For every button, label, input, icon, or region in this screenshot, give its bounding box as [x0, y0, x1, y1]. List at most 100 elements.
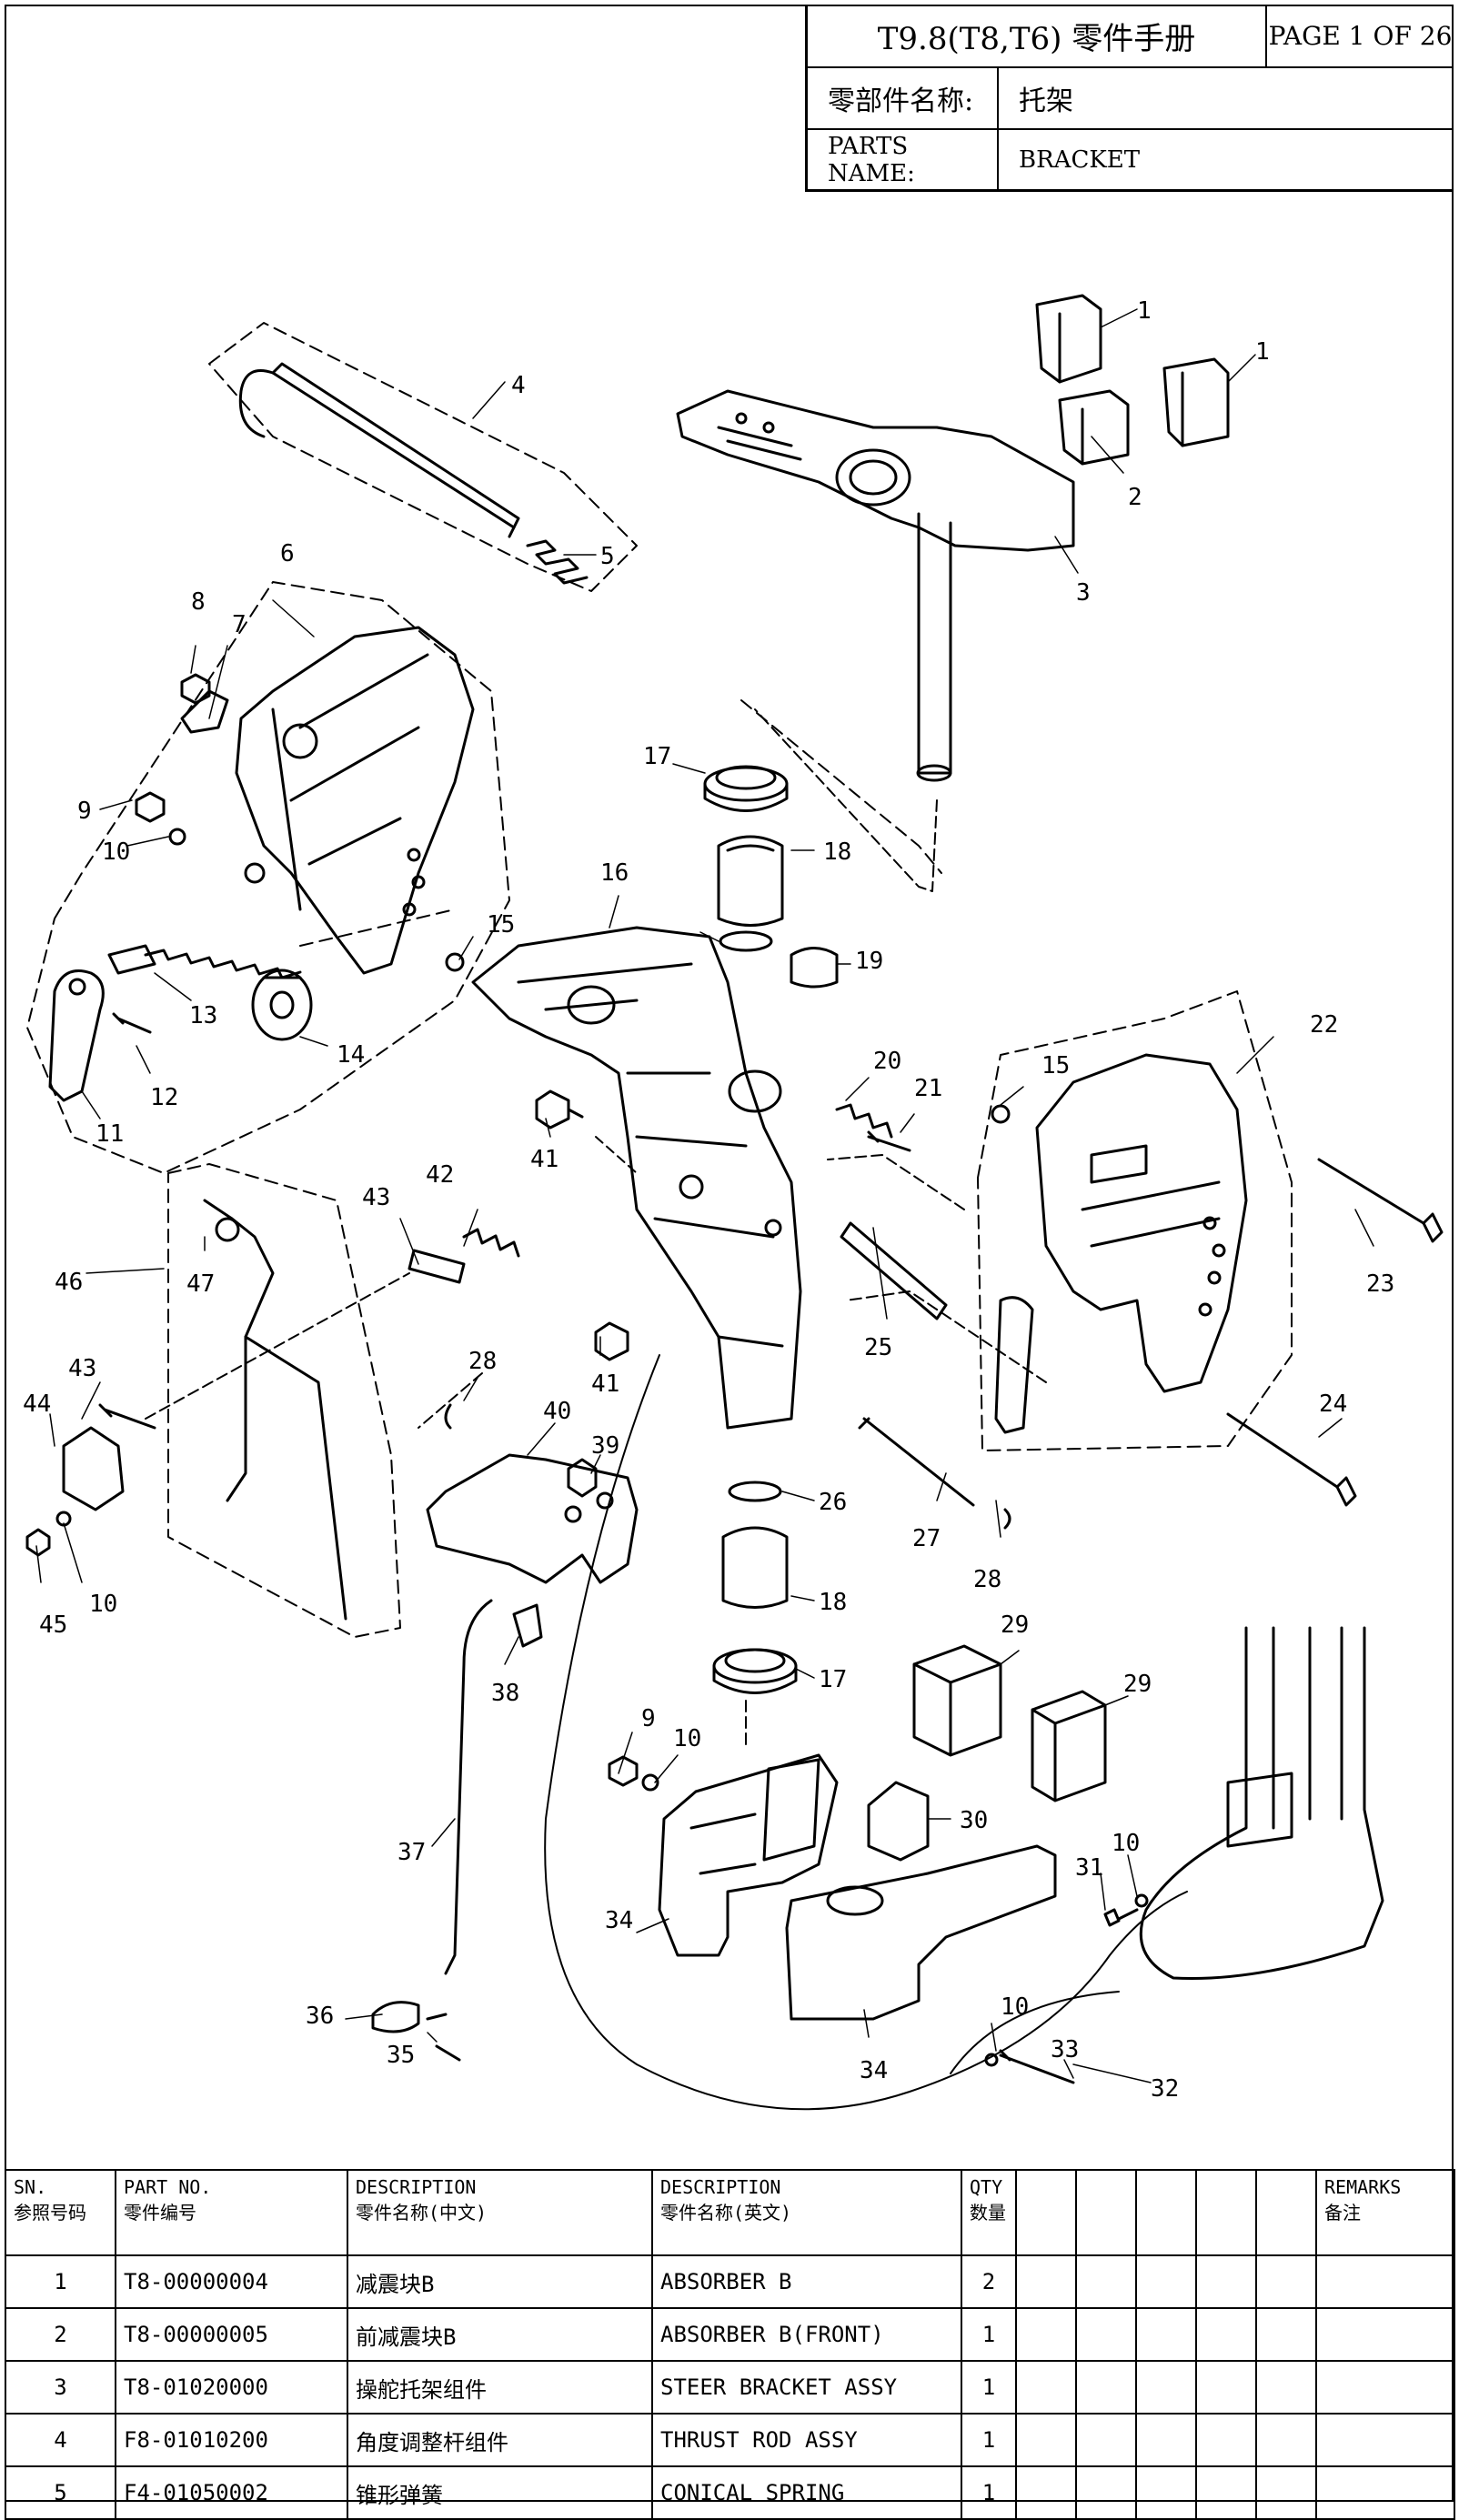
callout-label: 46: [55, 1269, 83, 1296]
callout-label: 30: [960, 1807, 988, 1834]
callout-label: 1: [1255, 338, 1270, 366]
page-number: PAGE 1 OF 26: [1268, 20, 1453, 51]
callout-label: 25: [864, 1334, 892, 1361]
callout-label: 34: [860, 2057, 888, 2084]
callout-label: 4: [511, 372, 526, 399]
lower-housing-part: [1139, 1626, 1384, 1981]
cell-qty: 1: [961, 2413, 1017, 2467]
ground-wire-part: [544, 1354, 1188, 2111]
right-tilt-bracket-part: [1035, 1053, 1248, 1393]
name-en-label: PARTS NAME:: [808, 130, 999, 189]
tilt-lever-part: [48, 969, 105, 1102]
steer-bracket-part: [676, 389, 1075, 782]
cell-desc-en: STEER BRACKET ASSY: [651, 2360, 962, 2415]
callout-label: 7: [232, 611, 247, 638]
absorber-front-part: [1058, 389, 1130, 466]
tilt-bracket-left-group-outline: [26, 581, 510, 1174]
table-row: 4 F8-01010200 角度调整杆组件 THRUST ROD ASSY 1: [5, 2413, 1455, 2467]
callout-label: 28: [973, 1566, 1001, 1593]
callout-label: 17: [643, 743, 671, 770]
callout-label: 9: [641, 1705, 656, 1732]
callout-label: 15: [1041, 1052, 1070, 1079]
tilt-rod-part: [203, 1199, 347, 1621]
tilt-bracket-right-group-outline: [977, 990, 1293, 1451]
callout-label: 3: [1076, 579, 1091, 607]
bushing-part: [717, 835, 784, 927]
callout-label: 29: [1123, 1671, 1152, 1698]
callout-label: 29: [1001, 1611, 1029, 1639]
title-row: T9.8(T8,T6) 零件手册 PAGE 1 OF 26: [808, 5, 1454, 68]
callout-label: 38: [491, 1680, 519, 1707]
thrust-washer-part: [703, 766, 789, 802]
col-sn: SN.参照号码: [5, 2169, 116, 2256]
name-en-value: BRACKET: [1019, 146, 1141, 174]
callout-label: 18: [819, 1589, 847, 1616]
callout-label: 10: [89, 1591, 117, 1618]
callout-label: 13: [189, 1002, 217, 1029]
callout-label: 23: [1366, 1270, 1394, 1298]
cell-qty: 2: [961, 2254, 1017, 2309]
cell-sn: 4: [5, 2413, 116, 2467]
callout-label: 41: [530, 1146, 558, 1173]
callout-label: 26: [819, 1489, 847, 1516]
callout-label: 31: [1075, 1854, 1103, 1882]
callout-label: 18: [823, 838, 851, 866]
callout-label: 36: [306, 2003, 334, 2030]
cell-qty: 1: [961, 2307, 1017, 2362]
cell-sn: 1: [5, 2254, 116, 2309]
exploded-parts-drawing: 1 1 2 3 4 5 6 7 8 9 10 11 12 13 14 15 16…: [23, 294, 1444, 2111]
callout-label: 5: [600, 543, 615, 570]
col-blank: [1015, 2169, 1077, 2256]
callout-label: 43: [362, 1184, 390, 1211]
table-row: 2 T8-00000005 前减震块B ABSORBER B(FRONT) 1: [5, 2307, 1455, 2362]
cell-desc-en: THRUST ROD ASSY: [651, 2413, 962, 2467]
callout-label: 14: [337, 1041, 365, 1069]
cell-part-no: F8-01010200: [115, 2413, 348, 2467]
cell-sn: 5: [5, 2465, 116, 2520]
cell-qty: 1: [961, 2465, 1017, 2520]
callout-label: 41: [591, 1370, 619, 1398]
callout-label: 45: [39, 1611, 67, 1639]
callout-label: 22: [1310, 1011, 1338, 1039]
cell-desc-cn: 锥形弹簧: [347, 2465, 653, 2520]
swivel-bracket-part: [471, 926, 802, 1430]
callout-label: 44: [23, 1391, 51, 1418]
cell-qty: 1: [961, 2360, 1017, 2415]
left-tilt-bracket-part: [235, 626, 475, 975]
conical-spring-part: [526, 539, 589, 585]
cell-desc-en: ABSORBER B(FRONT): [651, 2307, 962, 2362]
absorber-block-part: [912, 1644, 1002, 1757]
title-block: T9.8(T8,T6) 零件手册 PAGE 1 OF 26 零部件名称: 托架 …: [805, 5, 1454, 192]
thrust-rod-group-outline: [208, 322, 638, 592]
callout-label: 43: [68, 1355, 96, 1382]
cell-sn: 3: [5, 2360, 116, 2415]
col-blank: [1255, 2169, 1317, 2256]
callout-label: 16: [600, 859, 629, 887]
callout-label: 10: [1001, 1993, 1029, 2021]
name-en-row: PARTS NAME: BRACKET: [808, 130, 1454, 189]
cell-desc-cn: 角度调整杆组件: [347, 2413, 653, 2467]
bolt-part: [1317, 1158, 1444, 1243]
callout-label: 9: [77, 798, 92, 825]
callout-label: 17: [819, 1666, 847, 1693]
callout-label: 12: [150, 1084, 178, 1111]
callout-label: 11: [96, 1120, 124, 1148]
callout-label: 35: [387, 2042, 415, 2069]
table-row: 3 T8-01020000 操舵托架组件 STEER BRACKET ASSY …: [5, 2360, 1455, 2415]
callout-label: 19: [855, 948, 883, 975]
callout-label: 47: [186, 1270, 215, 1298]
callout-label: 21: [914, 1075, 942, 1102]
callout-label: 2: [1128, 484, 1142, 511]
cell-part-no: T8-00000005: [115, 2307, 348, 2362]
absorber-b-part: [1035, 294, 1230, 447]
cell-desc-en: CONICAL SPRING: [651, 2465, 962, 2520]
col-blank: [1135, 2169, 1197, 2256]
cell-part-no: T8-00000004: [115, 2254, 348, 2309]
name-cn-value: 托架: [1019, 85, 1073, 117]
callout-label: 42: [426, 1161, 454, 1189]
